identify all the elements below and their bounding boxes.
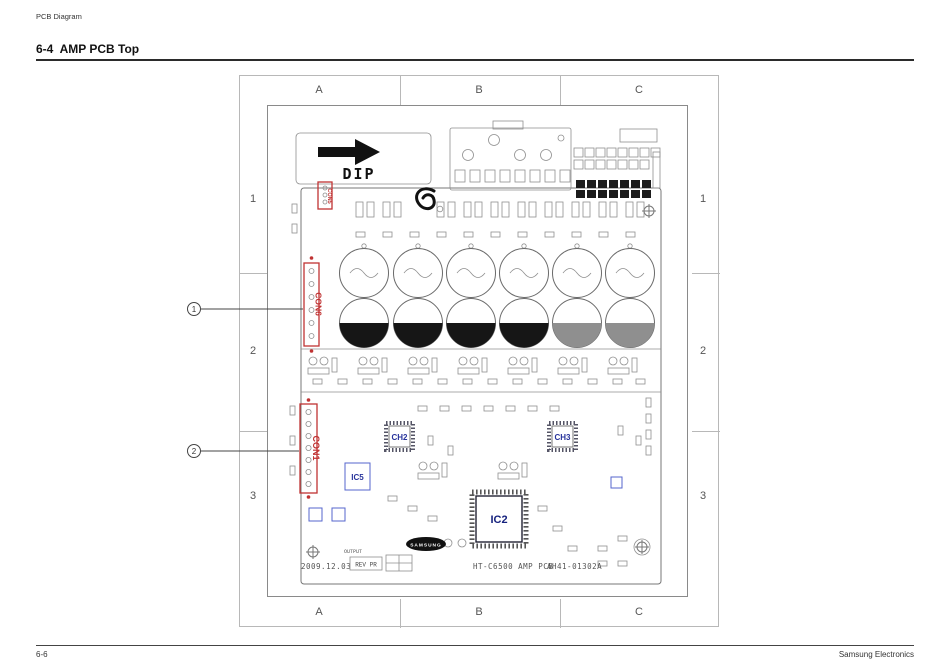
ic2-chip: IC2 (469, 489, 529, 549)
con1-label: CON1 (311, 435, 321, 460)
grid-tick (400, 76, 401, 106)
grid-tick (560, 599, 561, 628)
samsung-logo-text: SAMSUNG (410, 543, 442, 549)
pcb-drawing: DIP (289, 120, 662, 585)
section-title: 6-4 AMP PCB Top (36, 42, 140, 56)
grid-col-label-bottom: A (315, 606, 323, 618)
grid-frame (239, 75, 720, 628)
con5-connector: CON5 (317, 181, 333, 210)
component-clutter-mid (307, 356, 646, 385)
board-outline (300, 187, 662, 585)
component-clutter-upper (291, 201, 645, 249)
grid-row-label-right: 1 (699, 193, 707, 205)
callout-1 (187, 302, 201, 316)
pcb-output-label: OUTPUT (344, 549, 362, 555)
grid-row-label-right: 2 (699, 345, 707, 357)
component-clutter-lower (289, 397, 652, 567)
title-rule (36, 59, 914, 61)
grid-row-label-left: 2 (249, 345, 257, 357)
ic2-label: IC2 (490, 514, 507, 526)
top-connector (449, 120, 572, 191)
samsung-logo: SAMSUNG (406, 537, 446, 551)
con5-label: CON5 (326, 188, 332, 203)
ch2-chip: CH2 (384, 421, 415, 452)
grid-col-label-top: B (475, 84, 483, 96)
ch2-label: CH2 (391, 433, 408, 442)
fiducial-marks (305, 203, 657, 560)
ch3-chip: CH3 (547, 421, 578, 452)
con6-label: CON6 (314, 292, 324, 316)
grid-tick (692, 273, 720, 274)
grid-tick (240, 431, 268, 432)
callout-2-number: 2 (192, 447, 197, 456)
callout-1-number: 1 (192, 305, 197, 314)
capacitor-bank (339, 248, 655, 348)
footer-rule (36, 645, 914, 646)
grid-col-label-top: A (315, 84, 323, 96)
pcb-diagram: DIP (267, 105, 688, 597)
grid-row-label-left: 1 (249, 193, 257, 205)
ic5-label: IC5 (351, 473, 364, 482)
grid-tick (692, 431, 720, 432)
dip-label: DIP (342, 165, 375, 183)
pcb-partno-label: AH41-01302A (547, 562, 602, 571)
grid-row-label-right: 3 (699, 490, 707, 502)
ch3-label: CH3 (554, 433, 571, 442)
pcb-model-label: HT-C6500 AMP PCB (473, 562, 553, 571)
footer-page-number: 6-6 (36, 650, 48, 659)
con6-connector: CON6 (303, 256, 324, 353)
top-right-terminals (573, 128, 661, 198)
callout-2 (187, 444, 201, 458)
small-ic-chips (308, 476, 623, 522)
pcb-rev-label: REV PR (355, 562, 377, 569)
samsung-swirl-icon (415, 187, 444, 213)
grid-row-label-left: 3 (249, 490, 257, 502)
dip-arrow-icon (318, 139, 380, 165)
grid-tick (560, 76, 561, 106)
pcb-date: 2009.12.03 (301, 562, 351, 571)
dip-block: DIP (295, 132, 432, 185)
footer-brand: Samsung Electronics (838, 650, 914, 659)
ic5-chip: IC5 (344, 462, 371, 491)
grid-col-label-bottom: C (635, 606, 643, 618)
grid-tick (240, 273, 268, 274)
grid-col-label-top: C (635, 84, 643, 96)
board-silkscreen-text: 2009.12.03 OUTPUT REV PR HT-C6500 AMP PC… (301, 549, 602, 572)
con1-connector: CON1 (299, 398, 321, 499)
grid-col-label-bottom: B (475, 606, 483, 618)
grid-tick (400, 599, 401, 628)
page-header-label: PCB Diagram (36, 12, 82, 21)
